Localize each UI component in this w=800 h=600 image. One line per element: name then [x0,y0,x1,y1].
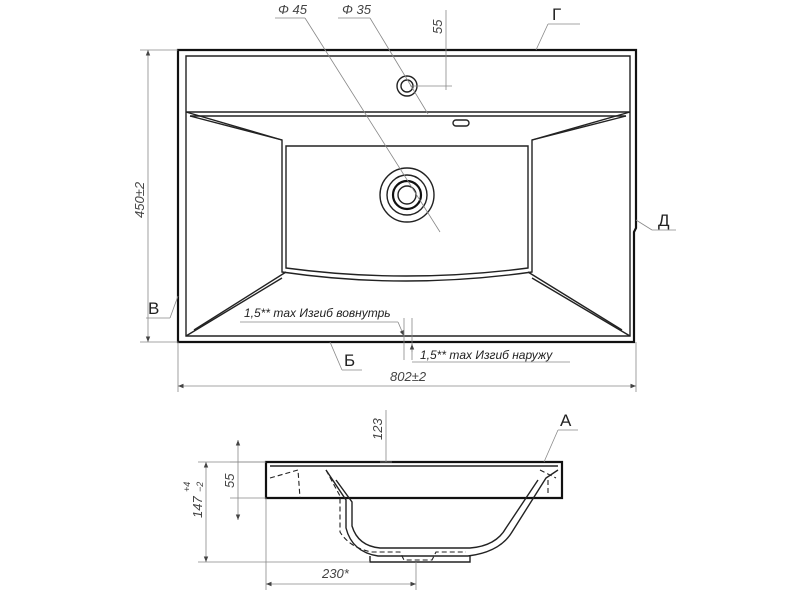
dim-123: 123 [370,418,385,440]
note-bend-inward: 1,5** max Изгиб вовнутрь [244,306,391,320]
dim-diameter-35: Φ 35 [342,2,372,17]
dim-55-side: 55 [222,473,237,488]
label-b: Б [344,351,355,370]
side-bowl-profile [325,469,559,557]
dim-height: 450±2 [132,181,147,218]
side-view: А 123 55 147 +4 −2 230* [182,410,578,590]
label-d: Д [658,211,670,230]
dim-147: 147 [190,496,205,518]
side-bowl-inner-dashed [269,469,466,561]
basin-bowl-outline [189,115,627,282]
overflow-slot [452,119,470,127]
dim-147-tol-lower: −2 [195,482,205,492]
label-a: А [560,411,572,430]
dim-width: 802±2 [390,369,427,384]
label-v: В [148,299,159,318]
side-top-slab [264,460,564,500]
dim-diameter-45: Φ 45 [278,2,308,17]
note-bend-outward: 1,5** max Изгиб наружу [420,348,553,362]
dim-230: 230* [321,566,350,581]
label-g: Г [552,5,561,24]
drain-outer [379,167,435,223]
dim-147-tol-upper: +4 [182,482,192,492]
top-view: Φ 45 Φ 35 55 450±2 802±2 Г Д В Б [132,2,676,392]
dim-55-top: 55 [430,19,445,34]
